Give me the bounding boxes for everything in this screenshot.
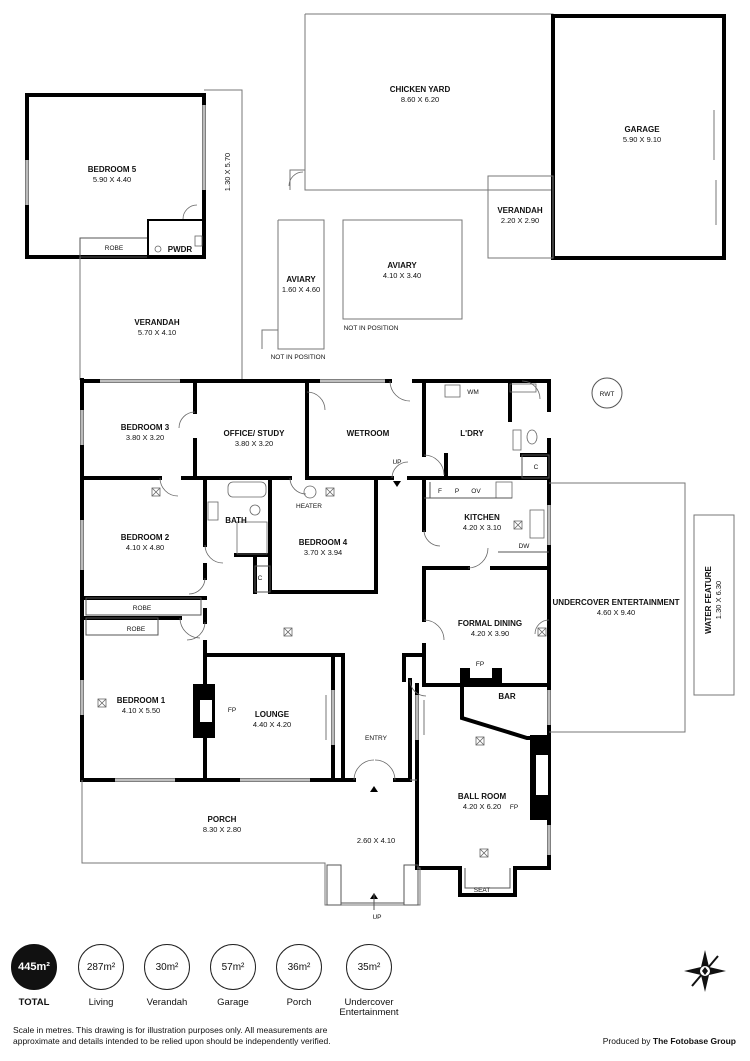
disclaimer-text: Scale in metres. This drawing is for ill… [13, 1025, 331, 1046]
ballroom-fp-label: FP [510, 804, 518, 811]
aviary-large-outline [342, 219, 463, 320]
kitchen-ov-label: OV [471, 488, 481, 495]
ball-room-dims: 4.20 X 6.20 [463, 802, 501, 811]
undercover-dims: 4.60 X 9.40 [597, 608, 635, 617]
aviary-small-note: NOT IN POSITION [271, 354, 326, 361]
stat-porch-value: 36m² [276, 944, 322, 990]
garage-walls [551, 14, 726, 260]
stat-undercover: 35m² Undercover Entertainment [331, 944, 407, 1018]
producer-credit: Produced by The Fotobase Group [603, 1036, 736, 1046]
undercover-outline [549, 482, 686, 733]
laundry-c-label: C [534, 464, 539, 471]
fotobase-logo-icon [684, 950, 726, 992]
bedroom5-dims: 5.90 X 4.40 [93, 175, 131, 184]
kitchen-f-label: F [438, 488, 442, 495]
porch-dims: 8.30 X 2.80 [203, 825, 241, 834]
stat-porch: 36m² Porch [269, 944, 329, 1008]
bath-c-label: C [258, 575, 263, 582]
bedroom4-dims: 3.70 X 3.94 [304, 548, 342, 557]
laundry-name: L'DRY [460, 429, 484, 438]
bedroom2-name: BEDROOM 2 [121, 533, 170, 542]
office-name: OFFICE/ STUDY [224, 429, 286, 438]
stat-verandah-value: 30m² [144, 944, 190, 990]
water-feature-outline [693, 514, 735, 696]
seat-label: SEAT [474, 887, 491, 894]
wetroom-up-label: UP [392, 459, 401, 466]
stat-total-label: TOTAL [18, 997, 50, 1008]
stat-garage-label: Garage [217, 997, 249, 1008]
bedroom3-name: BEDROOM 3 [121, 423, 170, 432]
stat-garage: 57m² Garage [203, 944, 263, 1008]
stat-undercover-label: Undercover Entertainment [339, 997, 399, 1018]
stat-living-label: Living [88, 997, 114, 1008]
stat-verandah: 30m² Verandah [137, 944, 197, 1008]
garage-name: GARAGE [624, 125, 660, 134]
water-feature-dims: 1.30 X 6.30 [714, 581, 723, 619]
bedroom1-fp-label: FP [228, 707, 236, 714]
aviary-large-dims: 4.10 X 3.40 [383, 271, 421, 280]
lounge-dims: 4.40 X 4.20 [253, 720, 291, 729]
aviary-large-note: NOT IN POSITION [344, 325, 399, 332]
entry-label: ENTRY [365, 735, 388, 742]
verandah-small-outline [487, 175, 554, 259]
ball-room-name: BALL ROOM [458, 792, 507, 801]
stat-undercover-value: 35m² [346, 944, 392, 990]
rainwater-tank [591, 377, 623, 409]
stat-garage-value: 57m² [210, 944, 256, 990]
area-summary: 445m² TOTAL 287m² Living 30m² Verandah 5… [0, 940, 750, 1020]
stat-living: 287m² Living [71, 944, 131, 1008]
porch-name: PORCH [208, 815, 237, 824]
formal-dining-name: FORMAL DINING [458, 619, 522, 628]
bedroom3-dims: 3.80 X 3.20 [126, 433, 164, 442]
pwdr-label: PWDR [168, 245, 193, 254]
aviary-large-name: AVIARY [387, 261, 417, 270]
bedroom1-name: BEDROOM 1 [117, 696, 166, 705]
office-dims: 3.80 X 3.20 [235, 439, 273, 448]
bedroom2-robe-label: ROBE [133, 605, 152, 612]
chicken-yard-name: CHICKEN YARD [390, 85, 451, 94]
bar-name: BAR [498, 692, 516, 701]
bedroom1-robe-label: ROBE [127, 626, 146, 633]
porch-up-label: UP [372, 914, 381, 921]
formal-dining-dims: 4.20 X 3.90 [471, 629, 509, 638]
kitchen-dims: 4.20 X 3.10 [463, 523, 501, 532]
side-passage-dims: 1.30 X 5.70 [223, 153, 232, 191]
bedroom5-name: BEDROOM 5 [88, 165, 137, 174]
door-swings [159, 380, 550, 781]
bath-name: BATH [225, 516, 247, 525]
verandah-main-name: VERANDAH [134, 318, 180, 327]
aviary-small-name: AVIARY [286, 275, 316, 284]
rwt-label: RWT [600, 391, 615, 398]
stat-total: 445m² TOTAL [4, 944, 64, 1008]
kitchen-name: KITCHEN [464, 513, 500, 522]
heater-label: HEATER [296, 503, 322, 510]
chicken-yard-dims: 8.60 X 6.20 [401, 95, 439, 104]
stat-porch-label: Porch [286, 997, 312, 1008]
undercover-name: UNDERCOVER ENTERTAINMENT [553, 598, 680, 607]
dining-fp-label: FP [476, 661, 484, 668]
lounge-name: LOUNGE [255, 710, 290, 719]
verandah-main-dims: 5.70 X 4.10 [138, 328, 176, 337]
verandah-small-name: VERANDAH [497, 206, 543, 215]
producer-prefix: Produced by [602, 1036, 651, 1046]
bedroom5-robe-label: ROBE [105, 245, 124, 252]
bedroom2-dims: 4.10 X 4.80 [126, 543, 164, 552]
producer-name: The Fotobase Group [652, 1036, 736, 1046]
kitchen-p-label: P [455, 488, 459, 495]
floor-plan: CHICKEN YARD 8.60 X 6.20 GARAGE 5.90 X 9… [25, 13, 735, 921]
water-feature-name: WATER FEATURE [704, 565, 713, 633]
stat-total-value: 445m² [11, 944, 57, 990]
aviary-small-dims: 1.60 X 4.60 [282, 285, 320, 294]
kitchen-dw-label: DW [519, 543, 531, 550]
stat-verandah-label: Verandah [146, 997, 188, 1008]
verandah-small-dims: 2.20 X 2.90 [501, 216, 539, 225]
wetroom-name: WETROOM [347, 429, 390, 438]
garage-dims: 5.90 X 9.10 [623, 135, 661, 144]
stat-living-value: 287m² [78, 944, 124, 990]
powder-room [147, 219, 205, 258]
bedroom1-dims: 4.10 X 5.50 [122, 706, 160, 715]
bedroom4-name: BEDROOM 4 [299, 538, 348, 547]
wm-label: WM [467, 389, 479, 396]
porch-ext-dims: 2.60 X 4.10 [357, 836, 395, 845]
